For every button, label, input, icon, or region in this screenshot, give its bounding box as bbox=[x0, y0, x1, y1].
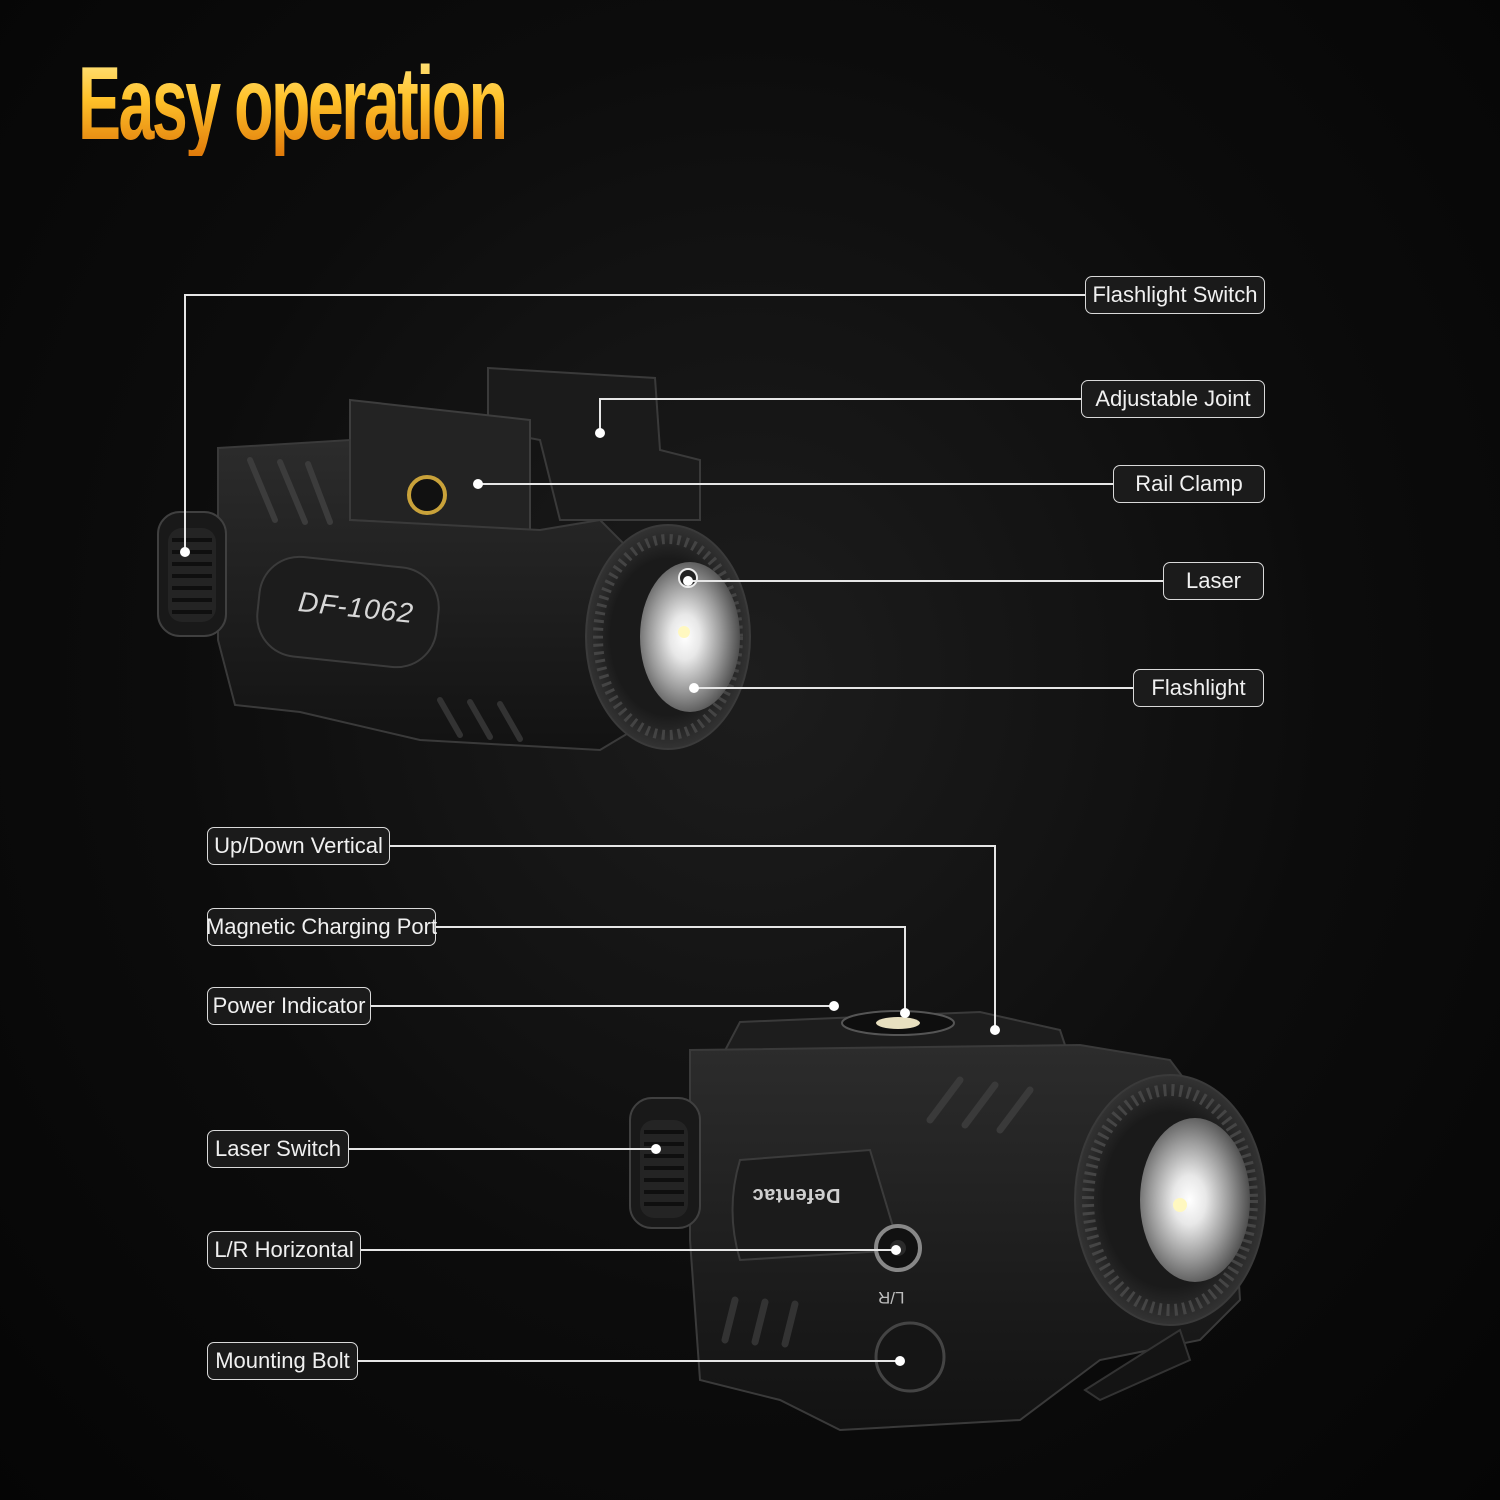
callout-laser-switch: Laser Switch bbox=[207, 1130, 349, 1168]
callout-magnetic-charging-port: Magnetic Charging Port bbox=[206, 908, 437, 946]
callout-laser: Laser bbox=[1163, 562, 1264, 600]
page-title: Easy operation bbox=[78, 46, 508, 162]
leader-flashlight-switch bbox=[184, 294, 1085, 552]
callout-flashlight-switch: Flashlight Switch bbox=[1085, 276, 1265, 314]
callout-rail-clamp: Rail Clamp bbox=[1113, 465, 1265, 503]
leader-up-down-vertical bbox=[390, 845, 996, 1030]
leader-magnetic-charging-port bbox=[436, 926, 906, 1013]
bottom-device bbox=[629, 1010, 1266, 1432]
callout-lr-horizontal: L/R Horizontal bbox=[207, 1231, 361, 1269]
callout-flashlight: Flashlight bbox=[1133, 669, 1264, 707]
callout-power-indicator: Power Indicator bbox=[207, 987, 371, 1025]
callout-mounting-bolt: Mounting Bolt bbox=[207, 1342, 358, 1380]
leader-adjustable-joint bbox=[599, 398, 1081, 433]
callout-adjustable-joint: Adjustable Joint bbox=[1081, 380, 1265, 418]
callout-up-down-vertical: Up/Down Vertical bbox=[207, 827, 390, 865]
